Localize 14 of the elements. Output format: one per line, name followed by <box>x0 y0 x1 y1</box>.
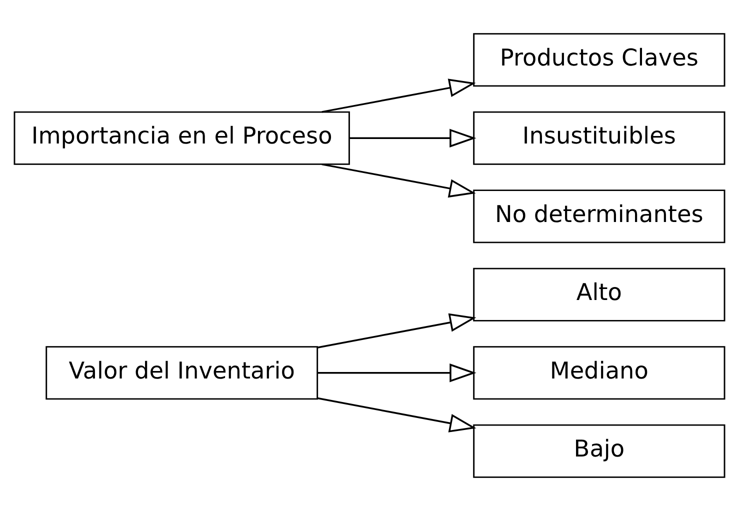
arrow <box>322 162 476 198</box>
arrow <box>318 396 476 432</box>
node-box: Productos Claves <box>473 32 726 86</box>
node-box: No determinantes <box>473 189 726 243</box>
arrow <box>349 128 476 147</box>
node-box: Alto <box>473 267 726 321</box>
node-box: Insustituibles <box>473 110 726 164</box>
arrow <box>318 312 476 348</box>
arrow <box>318 363 476 382</box>
node-box: Bajo <box>473 424 726 478</box>
node-box: Mediano <box>473 346 726 400</box>
arrow <box>322 78 476 112</box>
node-box: Valor del Inventario <box>46 346 318 400</box>
node-box: Importancia en el Proceso <box>14 110 350 164</box>
